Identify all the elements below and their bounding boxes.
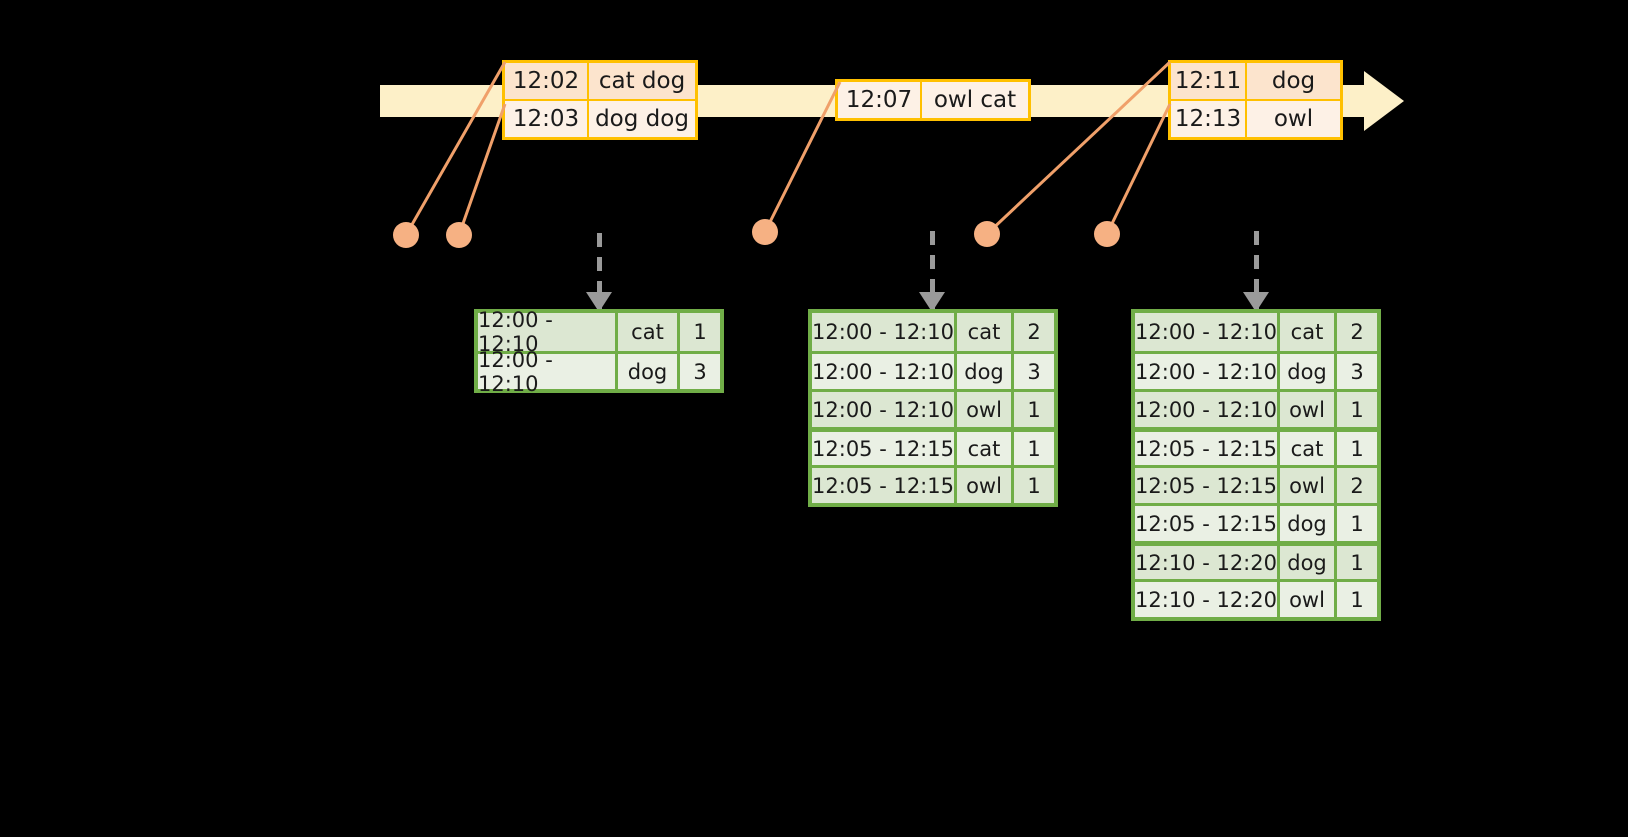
cell-window: 12:10 - 12:20: [1135, 582, 1280, 617]
table-row[interactable]: 12:05 - 12:15 dog 1: [1135, 503, 1377, 541]
cell-count: 2: [1337, 313, 1377, 351]
marker-dot-3[interactable]: [752, 219, 778, 245]
table-row[interactable]: 12:00 - 12:10 owl 1: [1135, 389, 1377, 427]
result-table-2[interactable]: 12:00 - 12:10 cat 2 12:00 - 12:10 dog 3 …: [808, 309, 1058, 507]
cell-window: 12:00 - 12:10: [478, 348, 618, 396]
cell-word: dog: [1280, 546, 1337, 579]
event-words: owl: [1247, 101, 1340, 137]
cell-word: owl: [957, 468, 1014, 503]
cell-count: 1: [1337, 546, 1377, 579]
cell-window: 12:00 - 12:10: [478, 308, 618, 356]
cell-window: 12:00 - 12:10: [812, 354, 957, 389]
cell-window: 12:05 - 12:15: [812, 432, 957, 465]
cell-word: dog: [957, 354, 1014, 389]
cell-word: cat: [1280, 313, 1337, 351]
cell-count: 1: [1337, 392, 1377, 427]
event-group-3[interactable]: 12:11 dog 12:13 owl: [1168, 60, 1343, 140]
leader-line-5: [1105, 103, 1172, 235]
table-row[interactable]: 12:05 - 12:15 cat 1: [812, 427, 1054, 465]
cell-count: 1: [680, 313, 720, 351]
cell-count: 2: [1014, 313, 1054, 351]
table-row[interactable]: 12:05 - 12:15 owl 1: [812, 465, 1054, 503]
cell-window: 12:05 - 12:15: [1135, 506, 1280, 541]
cell-word: cat: [957, 313, 1014, 351]
cell-window: 12:00 - 12:10: [1135, 392, 1280, 427]
flow-arrow-2: [919, 231, 945, 312]
table-row[interactable]: 12:00 - 12:10 dog 3: [812, 351, 1054, 389]
cell-window: 12:05 - 12:15: [1135, 432, 1280, 465]
cell-count: 3: [1337, 354, 1377, 389]
table-row[interactable]: 12:05 - 12:15 cat 1: [1135, 427, 1377, 465]
event-row[interactable]: 12:03 dog dog: [505, 99, 695, 137]
event-time: 12:11: [1171, 63, 1247, 99]
cell-count: 3: [680, 354, 720, 389]
result-table-1[interactable]: 12:00 - 12:10 cat 1 12:00 - 12:10 dog 3: [474, 308, 724, 396]
event-row[interactable]: 12:02 cat dog: [505, 63, 695, 99]
cell-count: 3: [1014, 354, 1054, 389]
timeline-arrowhead: [1364, 71, 1404, 131]
cell-window: 12:10 - 12:20: [1135, 546, 1280, 579]
cell-window: 12:00 - 12:10: [1135, 354, 1280, 389]
cell-count: 1: [1014, 432, 1054, 465]
event-group-2[interactable]: 12:07 owl cat: [835, 79, 1031, 121]
event-row[interactable]: 12:11 dog: [1171, 63, 1340, 99]
flow-arrow-1: [586, 233, 612, 312]
event-words: owl cat: [922, 82, 1028, 118]
event-time: 12:13: [1171, 101, 1247, 137]
event-words: cat dog: [589, 63, 695, 99]
cell-word: dog: [1280, 354, 1337, 389]
cell-word: cat: [1280, 432, 1337, 465]
cell-count: 1: [1337, 582, 1377, 617]
event-time: 12:07: [838, 82, 922, 118]
cell-window: 12:00 - 12:10: [812, 313, 957, 351]
cell-window: 12:05 - 12:15: [812, 468, 957, 503]
event-words: dog: [1247, 63, 1340, 99]
cell-word: owl: [1280, 468, 1337, 503]
marker-dot-2[interactable]: [446, 222, 472, 248]
table-row[interactable]: 12:00 - 12:10 dog 3: [1135, 351, 1377, 389]
event-row[interactable]: 12:07 owl cat: [838, 82, 1028, 118]
table-row[interactable]: 12:00 - 12:10 dog 3: [478, 348, 720, 396]
marker-dot-4[interactable]: [974, 221, 1000, 247]
table-row[interactable]: 12:10 - 12:20 owl 1: [1135, 579, 1377, 617]
cell-count: 1: [1337, 506, 1377, 541]
event-words: dog dog: [589, 101, 695, 137]
result-table-3[interactable]: 12:00 - 12:10 cat 2 12:00 - 12:10 dog 3 …: [1131, 309, 1381, 621]
cell-window: 12:05 - 12:15: [1135, 468, 1280, 503]
event-time: 12:02: [505, 63, 589, 99]
table-row[interactable]: 12:00 - 12:10 cat 1: [478, 308, 720, 356]
event-row[interactable]: 12:13 owl: [1171, 99, 1340, 137]
marker-dot-5[interactable]: [1094, 221, 1120, 247]
cell-window: 12:00 - 12:10: [812, 392, 957, 427]
cell-word: owl: [1280, 582, 1337, 617]
cell-word: cat: [957, 432, 1014, 465]
leader-line-2: [457, 103, 507, 236]
cell-word: owl: [957, 392, 1014, 427]
cell-word: owl: [1280, 392, 1337, 427]
cell-window: 12:00 - 12:10: [1135, 313, 1280, 351]
cell-count: 2: [1337, 468, 1377, 503]
table-row[interactable]: 12:00 - 12:10 owl 1: [812, 389, 1054, 427]
marker-dot-1[interactable]: [393, 222, 419, 248]
table-row[interactable]: 12:10 - 12:20 dog 1: [1135, 541, 1377, 579]
cell-count: 1: [1337, 432, 1377, 465]
cell-count: 1: [1014, 392, 1054, 427]
table-row[interactable]: 12:00 - 12:10 cat 2: [812, 313, 1054, 351]
event-time: 12:03: [505, 101, 589, 137]
cell-count: 1: [1014, 468, 1054, 503]
cell-word: dog: [618, 354, 680, 389]
cell-word: cat: [618, 313, 680, 351]
flow-arrow-3: [1243, 231, 1269, 312]
table-row[interactable]: 12:05 - 12:15 owl 2: [1135, 465, 1377, 503]
event-group-1[interactable]: 12:02 cat dog 12:03 dog dog: [502, 60, 698, 140]
cell-word: dog: [1280, 506, 1337, 541]
table-row[interactable]: 12:00 - 12:10 cat 2: [1135, 313, 1377, 351]
